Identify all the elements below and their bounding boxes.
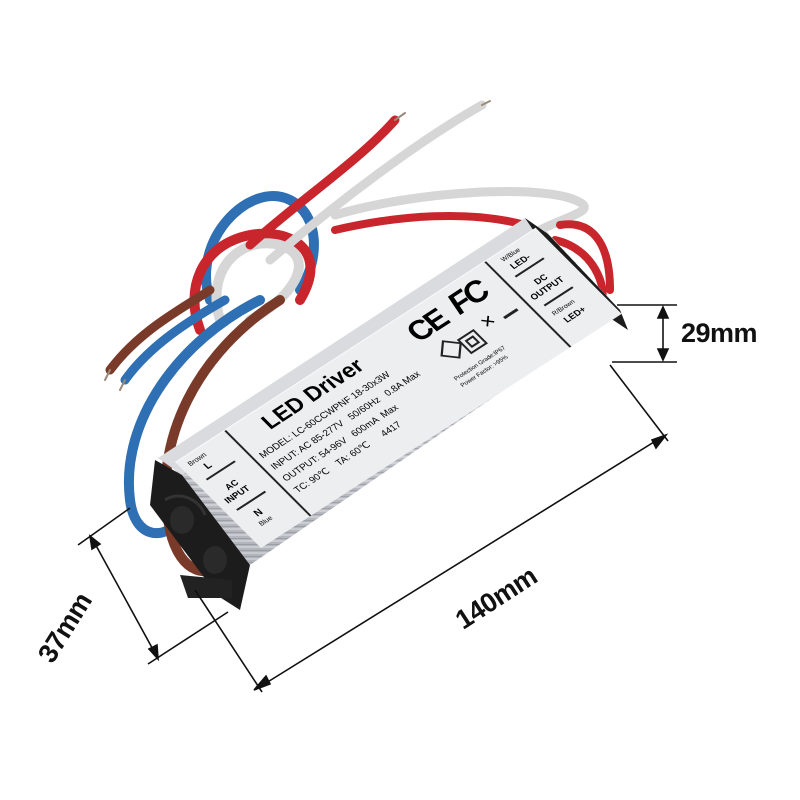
input-wire-red-lead	[245, 115, 400, 250]
output-wire-white	[330, 187, 589, 235]
input-wire-brown-lead	[105, 285, 215, 375]
height-dimension-label: 29mm	[681, 318, 758, 348]
input-wire-blue-lead	[120, 295, 230, 385]
knot-red	[189, 228, 316, 335]
input-wire-white-lead	[265, 100, 487, 265]
input-wire-blue	[123, 295, 265, 539]
